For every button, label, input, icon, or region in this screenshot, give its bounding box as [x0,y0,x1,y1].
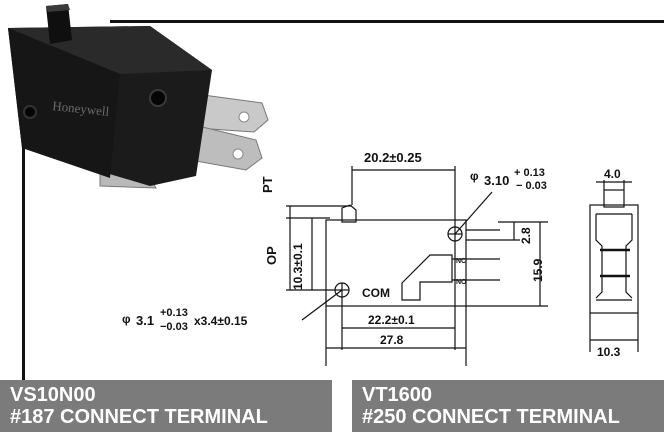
dim-15-9: 15.9 [531,258,545,282]
dim-height-left: 10.3±0.1 [291,243,305,290]
hole-left-suffix: x3.4±0.15 [194,314,248,328]
label-no: NO [456,279,467,286]
label-pt: PT [260,176,275,193]
technical-drawing: Honeywell [8,4,639,366]
panel-vt1600: VT1600 #250 CONNECT TERMINAL [352,380,664,432]
hole-left-plus: +0.13 [160,307,188,319]
hole-top-symbol: φ [470,169,479,183]
panel-desc: #187 CONNECT TERMINAL [10,406,268,428]
panel-vs10n00: VS10N00 #187 CONNECT TERMINAL [0,380,332,432]
dim-2-8: 2.8 [519,227,533,244]
terminal-block [401,254,453,301]
photo-brand-text: Honeywell [52,98,111,119]
side-view-drawing [286,166,548,366]
frame-left-border [22,136,25,380]
dim-front-10-3: 10.3 [597,345,621,359]
hole-left-symbol: φ [122,312,131,326]
frame-top-border [110,20,664,23]
label-com: COM [362,286,390,300]
hole-top-base: 3.10 [484,173,509,188]
dim-27-8: 27.8 [380,333,404,347]
hole-left-minus: −0.03 [160,321,188,333]
front-view-drawing [589,180,639,352]
actuator-lever [341,204,357,223]
dim-width-top: 20.2±0.25 [364,150,422,165]
switch-body-outline [325,219,467,307]
panel-model: VS10N00 [10,384,96,406]
switch-photo: Honeywell [8,4,269,189]
panel-desc: #250 CONNECT TERMINAL [362,406,620,428]
dim-4-0: 4.0 [604,167,621,181]
panel-model: VT1600 [362,384,433,406]
hole-left-base: 3.1 [136,313,154,328]
front-body-outline [589,204,639,314]
label-op: OP [264,246,279,265]
hole-top-minus: − 0.03 [516,180,547,192]
dim-22-2: 22.2±0.1 [368,313,415,327]
label-nc: NC [456,258,466,265]
hole-top-plus: + 0.13 [514,167,545,179]
